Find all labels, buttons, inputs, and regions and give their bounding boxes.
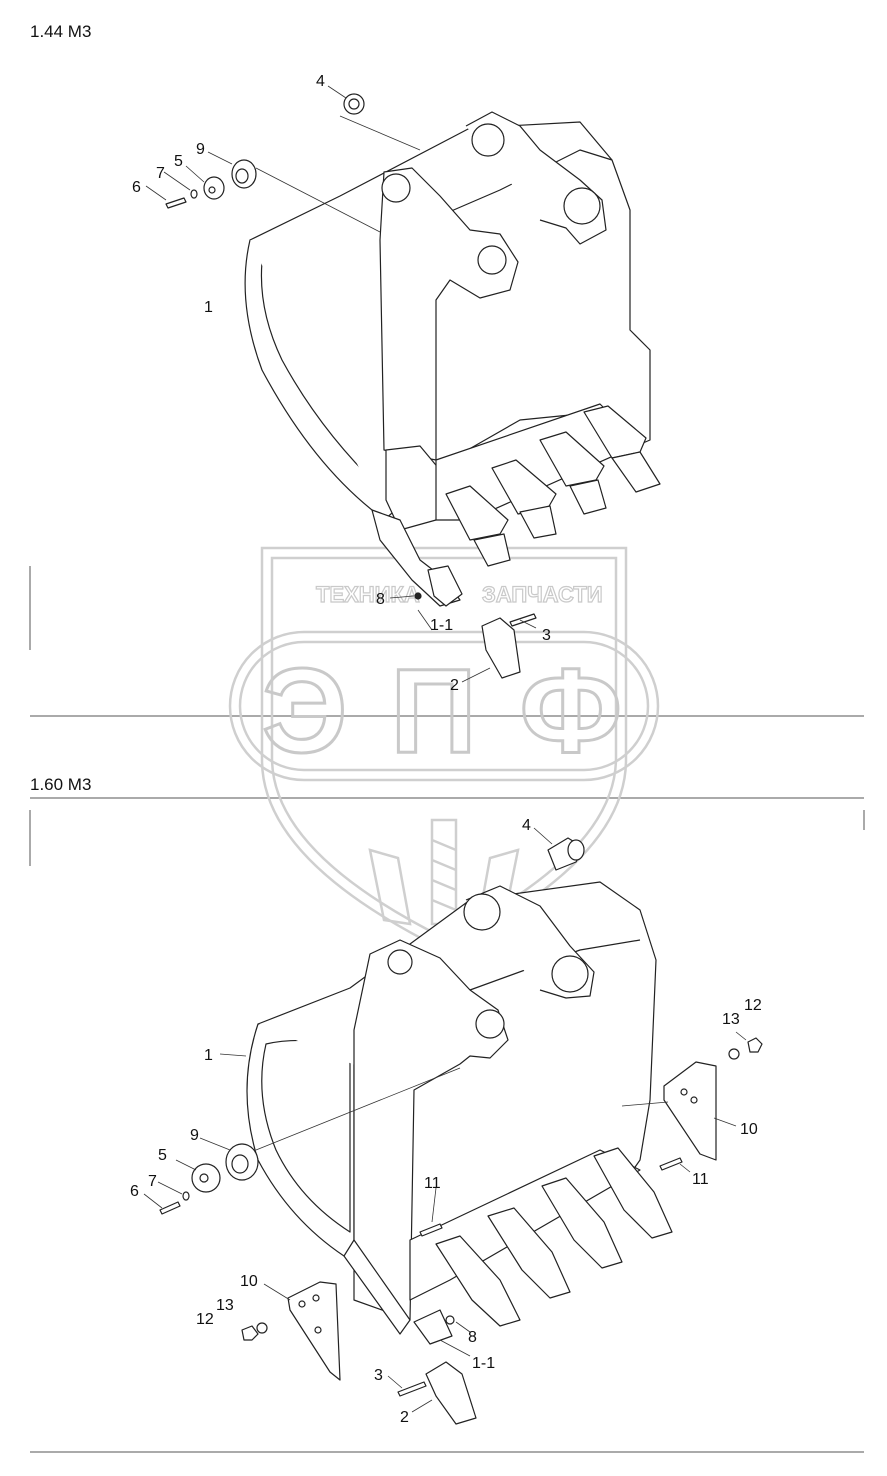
callout-2: 2 xyxy=(450,677,459,694)
watermark-text-left: ТЕХНИКА xyxy=(316,582,420,607)
bucket-1-drawing xyxy=(165,93,661,679)
bucket-1-leaders xyxy=(145,85,537,683)
callout-3: 3 xyxy=(374,1367,383,1384)
bucket-2-drawing xyxy=(159,837,763,1425)
callout-6: 6 xyxy=(132,179,141,196)
callout-10: 10 xyxy=(740,1121,758,1138)
section-title-2: 1.60 M3 xyxy=(30,775,92,794)
callout-9: 9 xyxy=(190,1127,199,1144)
callout-12: 12 xyxy=(744,997,762,1014)
callout-2: 2 xyxy=(400,1409,409,1426)
callout-12: 12 xyxy=(196,1311,214,1328)
callout-11: 11 xyxy=(424,1175,441,1192)
callout-4: 4 xyxy=(522,817,531,834)
callout-8: 8 xyxy=(468,1329,477,1346)
callout-1: 1 xyxy=(204,1047,213,1064)
callout-13: 13 xyxy=(722,1011,740,1028)
callout-11: 11 xyxy=(692,1171,709,1188)
section-title-1: 1.44 M3 xyxy=(30,22,92,41)
callout-8: 8 xyxy=(376,591,385,608)
callout-5: 5 xyxy=(158,1147,167,1164)
callout-7: 7 xyxy=(156,165,165,182)
callout-5: 5 xyxy=(174,153,183,170)
callout-3: 3 xyxy=(542,627,551,644)
callout-10: 10 xyxy=(240,1273,258,1290)
callout-13: 13 xyxy=(216,1297,234,1314)
callout-1: 1 xyxy=(204,299,213,316)
watermark-text-right: ЗАПЧАСТИ xyxy=(482,582,603,607)
callout-7: 7 xyxy=(148,1173,157,1190)
bucket-1-callouts: 4 9 5 7 6 1 8 1-1 3 2 xyxy=(132,73,551,694)
watermark-logo-text: ЭПФ xyxy=(262,644,622,778)
callout-4: 4 xyxy=(316,73,325,90)
callout-6: 6 xyxy=(130,1183,139,1200)
bucket-2-callouts: 4 1 13 12 9 5 7 6 10 11 11 10 12 13 8 1-… xyxy=(130,817,762,1426)
callout-1-1: 1-1 xyxy=(430,617,453,634)
callout-9: 9 xyxy=(196,141,205,158)
bucket-2-leaders xyxy=(143,827,747,1413)
frame-lines xyxy=(29,566,865,1453)
callout-1-1: 1-1 xyxy=(472,1355,495,1372)
